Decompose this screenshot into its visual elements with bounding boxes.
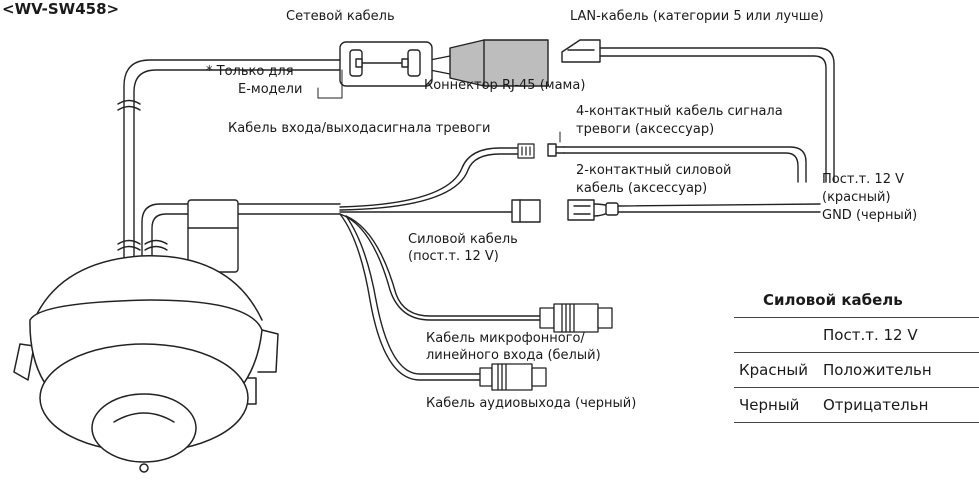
alarm-4pin-label-line2: тревоги (аксессуар) [576, 122, 715, 137]
e-model-pointer [317, 69, 343, 99]
table-cell: Пост.т. 12 V [817, 317, 979, 353]
mic-connector [539, 303, 613, 333]
table-cell: Черный [734, 387, 817, 423]
mic-label-line1: Кабель микрофонного/ [426, 331, 585, 346]
audio-out-cable [339, 213, 481, 381]
alarm-4pin-label-line1: 4-контактный кабель сигнала [576, 104, 783, 119]
alarm-io-cable [339, 147, 521, 211]
camera-cable-bundle [117, 199, 341, 273]
power-table-title: Силовой кабель [763, 291, 903, 309]
table-cell [734, 317, 817, 353]
alarm-io-cable-label: Кабель входа/выходасигнала тревоги [228, 121, 491, 136]
network-cable [117, 55, 451, 259]
power-cable-label-line1: Силовой кабель [408, 232, 518, 247]
rj45-connector [449, 39, 549, 87]
power-plug-cable-side [511, 199, 541, 223]
table-row: Черный Отрицательн [734, 387, 979, 423]
lan-cable [561, 39, 835, 183]
power-table: Пост.т. 12 V Красный Положительн Черный … [734, 317, 979, 423]
camera-dome [13, 255, 279, 473]
audio-out-label: Кабель аудиовыхода (черный) [426, 396, 637, 411]
power-2pin-label-line2: кабель (аксессуар) [576, 181, 708, 196]
e-model-label-line1: * Только для [206, 64, 294, 79]
lan-cable-label: LAN-кабель (категории 5 или лучше) [570, 9, 824, 24]
power-2pin-label-line1: 2-контактный силовой [576, 163, 732, 178]
table-cell: Отрицательн [817, 387, 979, 423]
dc12-red-label-line1: Пост.т. 12 V [822, 172, 904, 187]
alarm-4pin-cable [547, 143, 807, 183]
table-row: Пост.т. 12 V [734, 317, 979, 353]
dc12-red-label-line2: (красный) [822, 190, 891, 205]
model-label: <WV-SW458> [2, 0, 120, 18]
mic-label-line2: линейного входа (белый) [426, 348, 601, 363]
gnd-black-label: GND (черный) [822, 208, 918, 223]
ferrite-core [339, 41, 433, 87]
table-row: Красный Положительн [734, 352, 979, 388]
mic-cable [339, 213, 541, 321]
table-cell: Положительн [817, 352, 979, 388]
table-cell: Красный [734, 352, 817, 388]
rj45-label: Коннектор RJ-45 (мама) [424, 78, 586, 93]
network-cable-label: Сетевой кабель [286, 9, 395, 24]
power-2pin-cable [567, 199, 821, 221]
alarm-plug-cable-side [517, 143, 535, 159]
power-cable-label-line2: (пост.т. 12 V) [408, 249, 499, 264]
audio-out-connector [479, 363, 547, 391]
e-model-label-line2: E-модели [238, 82, 303, 97]
